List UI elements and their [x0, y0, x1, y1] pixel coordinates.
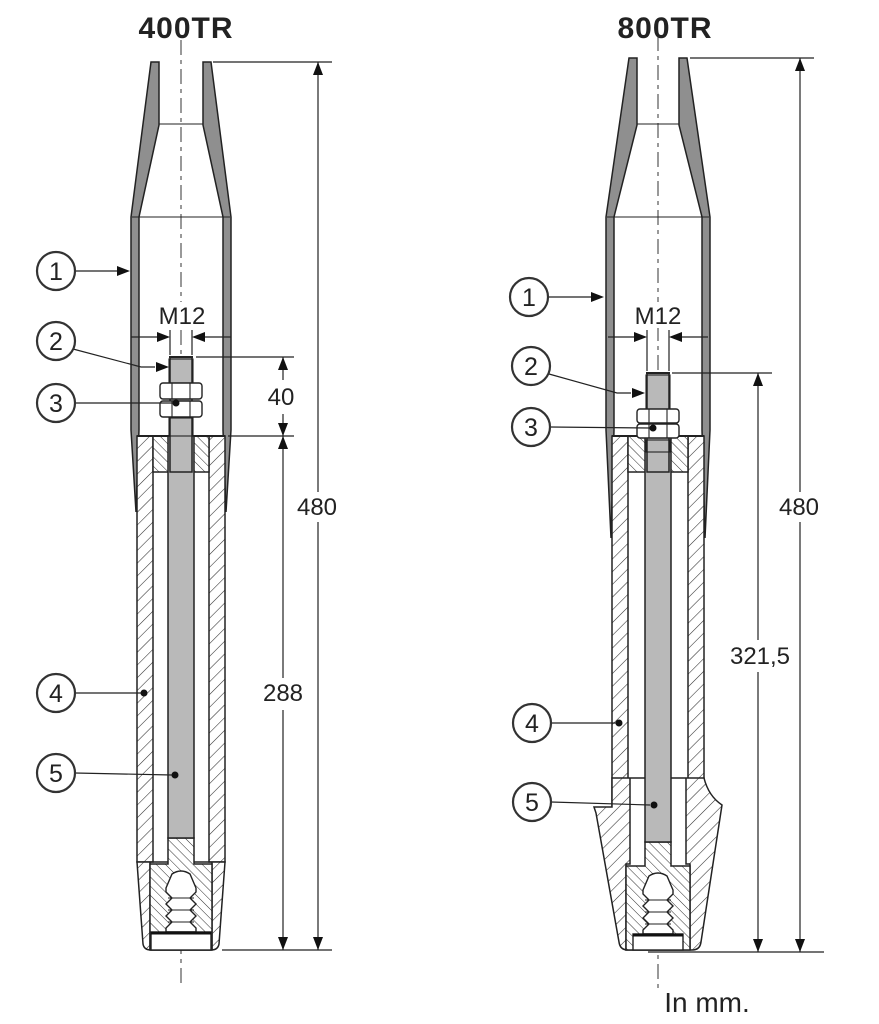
right-balloon4-dot	[615, 719, 623, 727]
left-balloon5-leader	[74, 772, 173, 776]
right-balloon2-arrowhead	[632, 388, 645, 398]
right-balloon5-dot	[650, 801, 658, 809]
right-tube-wall-right	[678, 57, 711, 539]
drawing-400tr: 400TR M12	[35, 12, 337, 988]
left-dim40-value: 40	[268, 384, 295, 411]
right-hex-nut-2	[636, 423, 680, 439]
left-dim480-arrowhead	[313, 62, 323, 75]
right-balloon-2	[510, 345, 552, 387]
left-thread-socket	[165, 870, 197, 933]
right-balloon2-leader	[548, 373, 631, 394]
right-balloon-4-number: 4	[525, 710, 539, 738]
left-balloon-4	[35, 672, 77, 714]
left-balloon-4-number: 4	[49, 680, 63, 708]
left-balloon-3	[35, 382, 77, 424]
right-balloon-1	[508, 276, 550, 318]
drawing-800tr: 800TR M12	[508, 12, 824, 990]
text-mask	[636, 302, 680, 328]
left-balloon-5	[35, 752, 77, 794]
left-dim288-arrowhead	[278, 937, 288, 950]
left-tube-wall-left	[130, 61, 160, 513]
left-dim480-arrowhead	[313, 937, 323, 950]
right-m12-arrowhead	[669, 332, 682, 342]
left-hex-nut-1	[159, 382, 203, 400]
left-dim288-arrowhead	[278, 436, 288, 449]
units-note: In mm.	[664, 987, 750, 1018]
left-balloon2-arrowhead	[156, 362, 169, 372]
left-balloon-2-number: 2	[49, 328, 63, 356]
left-end-nut	[150, 931, 212, 951]
right-balloon-5	[511, 781, 553, 823]
right-stud-threads-lower	[645, 439, 671, 453]
right-body-wall-right	[687, 435, 705, 780]
right-dim480-arrowhead	[795, 58, 805, 71]
right-hex-nut-1	[636, 408, 680, 424]
left-core-rod	[167, 435, 195, 839]
right-tube-wall-left	[605, 57, 638, 539]
left-balloon3-dot	[172, 399, 180, 407]
right-dim480-arrowhead	[795, 939, 805, 952]
right-m12-arrowhead	[634, 332, 647, 342]
left-dim40-arrowhead	[278, 357, 288, 370]
right-dim480-value: 480	[779, 494, 819, 521]
right-thread-socket	[642, 872, 674, 935]
left-m12-arrowhead	[157, 332, 170, 342]
left-dim40-arrowhead	[278, 423, 288, 436]
right-title: 800TR	[617, 12, 712, 45]
left-m12-arrowhead	[192, 332, 205, 342]
left-balloon1-arrowhead	[117, 266, 130, 276]
left-dim288-value: 288	[263, 680, 303, 707]
left-body-wall-right	[208, 435, 226, 863]
left-body-wall-left	[136, 435, 154, 863]
right-balloon-5-number: 5	[525, 789, 539, 817]
right-balloon5-leader	[550, 801, 651, 806]
right-dim321-arrowhead	[753, 939, 763, 952]
right-thread-size-label: M12	[635, 303, 682, 330]
left-balloon-3-number: 3	[49, 390, 63, 418]
right-balloon3-leader	[549, 426, 651, 429]
right-balloon-1-number: 1	[522, 284, 536, 312]
left-stud-threads-lower	[168, 417, 194, 437]
left-tube-wall-right	[202, 61, 232, 513]
left-thread-size-label: M12	[159, 303, 206, 330]
left-balloon-1	[35, 250, 77, 292]
right-balloon-3	[510, 406, 552, 448]
left-balloon-1-number: 1	[49, 258, 63, 286]
left-balloon2-leader	[72, 348, 155, 368]
right-dim321-arrowhead	[753, 373, 763, 386]
left-title: 400TR	[138, 12, 233, 45]
left-dim480-value: 480	[297, 494, 337, 521]
right-balloon3-dot	[649, 424, 657, 432]
right-core-rod	[644, 435, 672, 843]
left-hex-nut-2	[159, 400, 203, 418]
right-balloon-4	[511, 702, 553, 744]
right-balloon1-arrowhead	[591, 292, 604, 302]
left-balloon5-dot	[171, 771, 179, 779]
right-balloon-2-number: 2	[524, 353, 538, 381]
left-balloon-2	[35, 320, 77, 362]
text-mask	[160, 302, 204, 328]
right-body-wall-left	[611, 435, 629, 808]
right-dim321-value: 321,5	[730, 643, 790, 670]
left-balloon4-dot	[140, 689, 148, 697]
left-balloon-5-number: 5	[49, 760, 63, 788]
right-balloon-3-number: 3	[524, 414, 538, 442]
